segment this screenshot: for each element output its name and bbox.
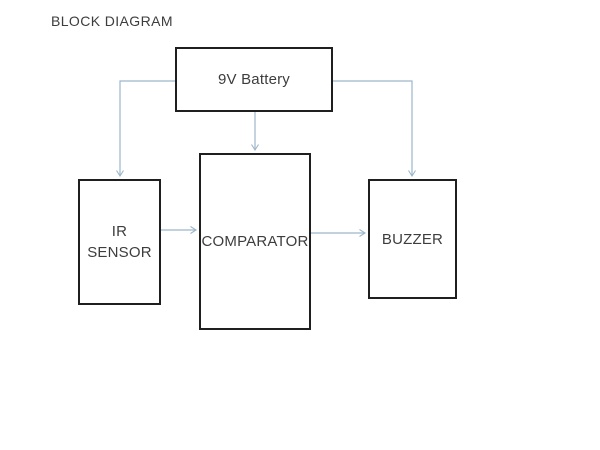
block-battery-label: 9V Battery bbox=[217, 71, 291, 88]
block-comparator: COMPARATOR bbox=[199, 153, 311, 330]
connector-battery-to-ir-sensor bbox=[116, 80, 175, 178]
block-battery: 9V Battery bbox=[175, 47, 333, 112]
block-comparator-label: COMPARATOR bbox=[201, 233, 309, 250]
diagram-title: BLOCK DIAGRAM bbox=[51, 13, 173, 29]
block-ir-sensor: IR SENSOR bbox=[78, 179, 161, 305]
connector-battery-to-buzzer bbox=[333, 80, 416, 178]
block-buzzer: BUZZER bbox=[368, 179, 457, 299]
block-buzzer-label: BUZZER bbox=[381, 230, 444, 248]
block-ir-sensor-label: IR SENSOR bbox=[87, 223, 152, 261]
